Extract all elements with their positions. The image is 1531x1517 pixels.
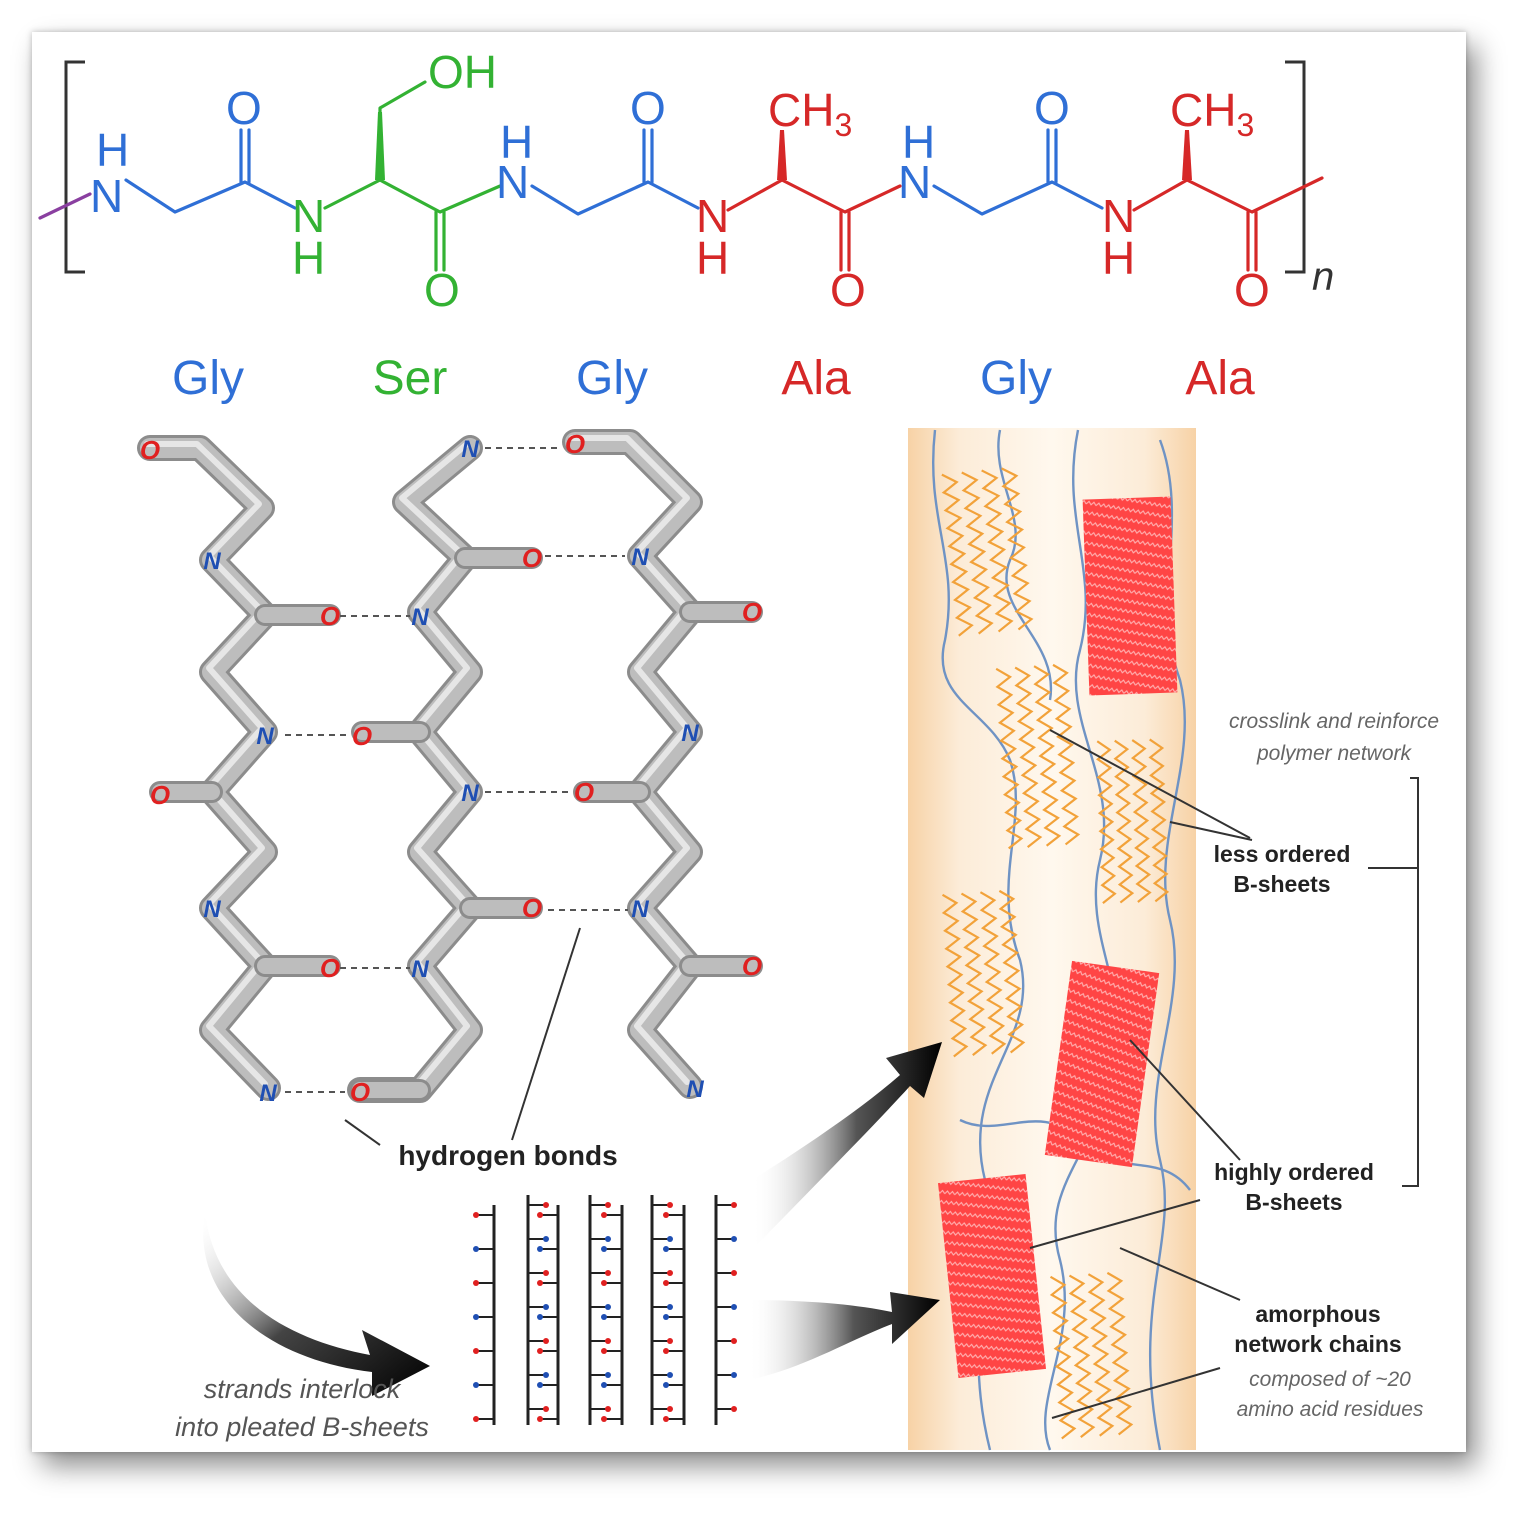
left-bracket bbox=[64, 60, 85, 274]
residue-label: Ala bbox=[781, 352, 851, 405]
methyl-label-2: CH3 bbox=[1170, 84, 1254, 143]
nitrogen-atom: N bbox=[686, 1076, 704, 1103]
nitrogen-atom: N bbox=[411, 956, 429, 983]
hydroxyl-label: OH bbox=[428, 46, 497, 98]
methyl-label-1: CH3 bbox=[768, 84, 852, 143]
residue-label: Gly bbox=[980, 352, 1052, 405]
less-ordered-sheets bbox=[941, 467, 1170, 1440]
amide-n-4: N bbox=[696, 190, 729, 242]
network-chain bbox=[997, 429, 1053, 701]
oxygen-atom: O bbox=[352, 721, 372, 751]
residue-label: Ala bbox=[1185, 352, 1255, 405]
amide-h-5: H bbox=[902, 116, 935, 168]
less-ordered-sheet bbox=[941, 467, 1034, 637]
crosslink-label-2: polymer network bbox=[1256, 742, 1413, 765]
amide-h-6: H bbox=[1102, 232, 1135, 284]
oxygen-atom: O bbox=[350, 1077, 370, 1107]
oxygen-atom: O bbox=[742, 951, 762, 981]
residue-labels: Gly Ser Gly Ala Gly Ala bbox=[172, 352, 1255, 405]
network-chain bbox=[1044, 429, 1120, 1451]
oxygen-atom: O bbox=[565, 429, 585, 459]
amorphous-label-2: network chains bbox=[1234, 1331, 1401, 1357]
oxygen-atom: O bbox=[320, 953, 340, 983]
nitrogen-atom: N bbox=[681, 720, 699, 747]
less-ordered-label-1: less ordered bbox=[1214, 841, 1351, 867]
oxygen-atom: O bbox=[140, 435, 160, 465]
nitrogen-atom: N bbox=[411, 604, 429, 631]
highly-ordered-sheet bbox=[1044, 960, 1160, 1168]
oxygen-atom: O bbox=[742, 597, 762, 627]
annotation-labels: hydrogen bonds strands interlock into pl… bbox=[175, 710, 1439, 1442]
nitrogen-atom: N bbox=[631, 896, 649, 923]
arrow-to-fiber-upper bbox=[752, 1042, 942, 1250]
amorphous-label-1: amorphous bbox=[1255, 1301, 1380, 1327]
nitrogen-atom: N bbox=[631, 544, 649, 571]
carbonyl-o-6: O bbox=[1234, 264, 1270, 316]
oxygen-atom: O bbox=[522, 893, 542, 923]
interlock-label-2: into pleated B-sheets bbox=[175, 1412, 429, 1442]
amide-h-3: H bbox=[500, 116, 533, 168]
curved-arrow bbox=[203, 1212, 430, 1396]
amide-h-4: H bbox=[696, 232, 729, 284]
beta-sheet-model: O O O O O O O O O O O O N N N N N N N N N N N N bbox=[137, 429, 763, 1107]
less-ordered-sheet bbox=[1096, 738, 1170, 905]
highly-ordered-label-1: highly ordered bbox=[1214, 1159, 1374, 1185]
oxygen-atom: O bbox=[574, 777, 594, 807]
amide-n-2: N bbox=[292, 190, 325, 242]
highly-ordered-sheets bbox=[937, 496, 1178, 1379]
amide-n-1: N bbox=[90, 170, 123, 222]
composed-label-1: composed of ~20 bbox=[1249, 1368, 1411, 1391]
residue-label: Gly bbox=[576, 352, 648, 405]
nitrogen-atom: N bbox=[203, 548, 221, 575]
right-bracket bbox=[1285, 60, 1306, 274]
nitrogen-atom: N bbox=[259, 1080, 277, 1107]
peptide-repeat-formula: OH N H O N H O N H O CH3 N H O N H O CH3… bbox=[38, 46, 1334, 316]
nitrogen-atom: N bbox=[461, 780, 479, 807]
nitrogen-atom: N bbox=[256, 723, 274, 750]
amide-n-3: N bbox=[496, 156, 529, 208]
hydrogen-bonds-label: hydrogen bonds bbox=[398, 1140, 617, 1171]
highly-ordered-sheet bbox=[1082, 496, 1178, 696]
carbonyl-o-3: O bbox=[630, 82, 666, 134]
amide-n-6: N bbox=[1102, 190, 1135, 242]
interlock-label-1: strands interlock bbox=[204, 1374, 402, 1404]
highly-ordered-label-2: B-sheets bbox=[1245, 1189, 1342, 1215]
less-ordered-sheet bbox=[941, 889, 1026, 1058]
process-arrows bbox=[203, 1042, 942, 1396]
carbonyl-o-2: O bbox=[424, 264, 460, 316]
less-ordered-sheet bbox=[1049, 1271, 1134, 1440]
highly-ordered-sheet bbox=[937, 1173, 1047, 1379]
amide-n-5: N bbox=[898, 156, 931, 208]
oxygen-atom: O bbox=[320, 601, 340, 631]
residue-label: Ser bbox=[373, 352, 448, 405]
silk-fiber bbox=[908, 428, 1196, 1451]
arrow-to-fiber-lower bbox=[748, 1292, 940, 1380]
less-ordered-label-2: B-sheets bbox=[1233, 871, 1330, 897]
amide-h-1: H bbox=[96, 124, 129, 176]
oxygen-atom: O bbox=[150, 780, 170, 810]
crosslink-label-1: crosslink and reinforce bbox=[1229, 710, 1439, 733]
composed-label-2: amino acid residues bbox=[1237, 1398, 1424, 1421]
amide-h-2: H bbox=[292, 232, 325, 284]
nitrogen-atom: N bbox=[461, 436, 479, 463]
pleated-sheet-schematic bbox=[473, 1195, 737, 1425]
leader-lines bbox=[344, 729, 1419, 1419]
oxygen-atom: O bbox=[522, 543, 542, 573]
carbonyl-o-5: O bbox=[1034, 82, 1070, 134]
repeat-subscript: n bbox=[1312, 255, 1334, 299]
carbonyl-o-4: O bbox=[830, 264, 866, 316]
residue-label: Gly bbox=[172, 352, 244, 405]
carbonyl-o-1: O bbox=[226, 82, 262, 134]
less-ordered-sheet bbox=[995, 663, 1081, 850]
nitrogen-atom: N bbox=[203, 896, 221, 923]
